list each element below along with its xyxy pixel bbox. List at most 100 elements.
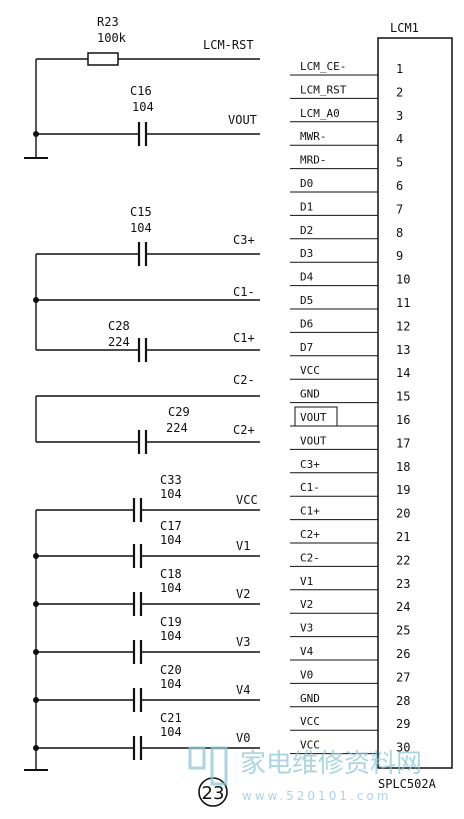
ic-pin-number: 9 [396,249,403,263]
c29-ref: C29 [168,405,190,419]
junction-dot [33,745,39,751]
net-vout: VOUT [228,113,257,127]
ic-pin-label: V0 [300,668,313,681]
ic-pin-label: MRD- [300,154,327,167]
ic-pin: 5 MRD- [290,154,403,170]
ic-pin-label: VCC [300,364,320,377]
ic-pin-label: GND [300,692,320,705]
junction-dot [33,553,39,559]
ic-pin-number: 11 [396,296,410,310]
ic-pin-number: 3 [396,109,403,123]
ic-pin: 26 V4 [290,645,410,661]
ic-pin: 6D0 [290,177,403,193]
junction-dot [33,649,39,655]
r23-ref: R23 [97,15,119,29]
ic-pin-label: D0 [300,177,313,190]
ic-pin-number: 19 [396,483,410,497]
ic-pin-label: D1 [300,200,313,213]
net-c1-minus: C1- [233,285,255,299]
ic-pin-label: D7 [300,341,313,354]
ic-pin-label: D3 [300,247,313,260]
ic-pin: 14 VCC [290,364,410,380]
cap-ref: C19 [160,615,182,629]
ic-pin: 7 D1 [290,200,403,216]
ic-pin-number: 26 [396,647,410,661]
ic-pin-label: V1 [300,575,313,588]
cap-value: 104 [160,487,182,501]
ic-pin-number: 30 [396,741,410,755]
cap-value: 104 [160,581,182,595]
cap-ref: C18 [160,567,182,581]
net-label: VCC [236,493,258,507]
ic-pin: 2 LCM_RST [290,83,403,99]
junction-dot [33,697,39,703]
ic-pin: 16 VOUT [290,411,410,427]
ic-pin-label: C2+ [300,528,320,541]
ic-pin: 19 C1- [290,481,410,497]
capacitor-c28: C28 224 C1+ [36,319,260,362]
r23-value: 100k [97,31,127,45]
cap-value: 104 [160,629,182,643]
ic-pin: 3 LCM_A0 [290,107,403,123]
ic-pin-label: D4 [300,271,314,284]
figure-number: 23 [202,783,225,804]
ic-pin-label: V4 [300,645,314,658]
ic-pin: 8D2 [290,224,403,240]
ic-pin-number: 25 [396,624,410,638]
ic-pin-number: 17 [396,436,410,450]
cap-value: 104 [160,725,182,739]
ic-pin-label: V3 [300,622,313,635]
ic-pin-number: 20 [396,507,410,521]
net-label: V4 [236,683,250,697]
ic-pin-label: C1+ [300,505,320,518]
ic-pin-label: GND [300,388,320,401]
ic-pin-number: 5 [396,156,403,170]
cap-ref: C20 [160,663,182,677]
watermark-text: 家电维修资料网 [240,749,422,779]
net-label: V2 [236,587,250,601]
ic-pin-number: 14 [396,366,410,380]
cap-ref: C21 [160,711,182,725]
net-c2-plus: C2+ [233,423,255,437]
ic-pin-label: LCM_A0 [300,107,340,120]
net-label: V1 [236,539,250,553]
cap-ref: C33 [160,473,182,487]
ic-pin-number: 22 [396,553,410,567]
ic-part-label: SPLC502A [378,777,437,791]
capacitor-c29: C29 224 C2+ [36,405,260,454]
ic-pin-label: LCM_RST [300,83,347,96]
ic-pin-number: 16 [396,413,410,427]
ic-pin: 20 C1+ [290,505,410,521]
ic-pin-number: 2 [396,85,403,99]
ic-pin-label: C1- [300,481,320,494]
watermark-logo [188,746,228,786]
ic-pin-number: 4 [396,132,403,146]
ic-pin-label: V2 [300,598,313,611]
ic-pin-label: VOUT [300,411,327,424]
ic-ref-label: LCM1 [390,21,419,35]
net-c2-minus: C2- [233,373,255,387]
cap-value: 104 [160,677,182,691]
ic-pin-label: VCC [300,739,320,752]
ic-pin: 15 GND [290,388,410,404]
ic-pin-label: C2- [300,551,320,564]
ic-pin-number: 15 [396,390,410,404]
ic-pin: 22 C2- [290,551,410,567]
c16-value: 104 [132,100,154,114]
ic-pin-number: 7 [396,202,403,216]
